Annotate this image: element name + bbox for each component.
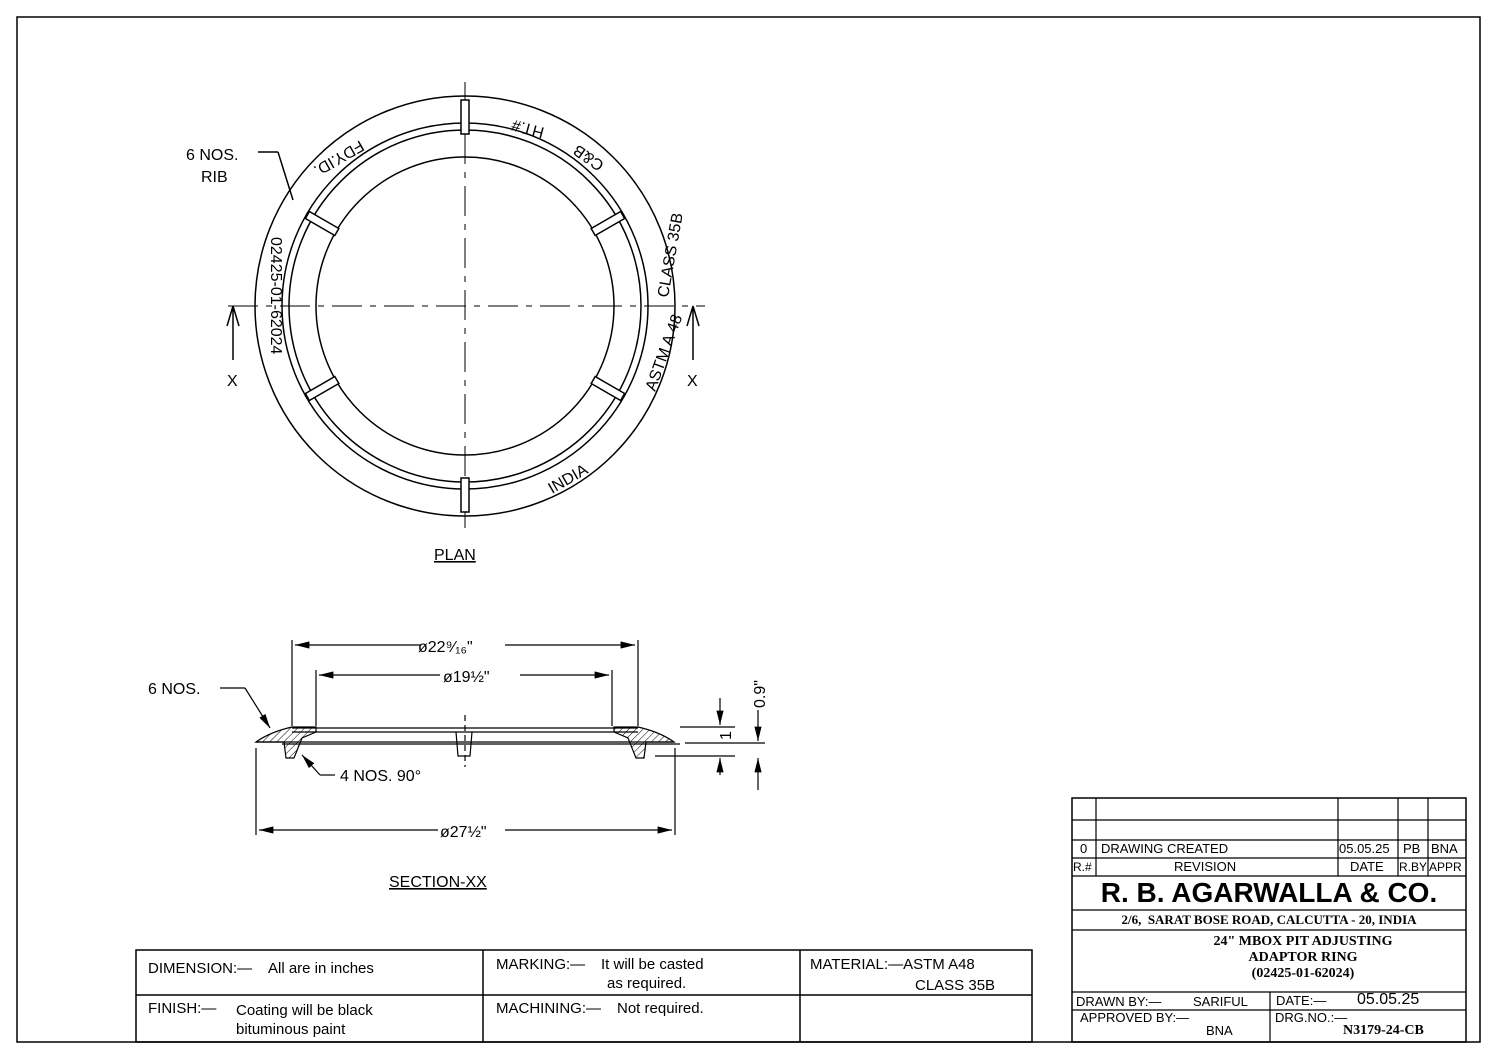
ring-markings: FDY.ID. HT.# C&B CLASS 35B ASTM A 48 024… [267,116,687,498]
rev-by: PB [1403,841,1421,856]
company-address: 2/6, SARAT BOSE ROAD, CALCUTTA - 20, IND… [1121,912,1417,927]
rev-date: 05.05.25 [1339,841,1390,856]
approved-by-value: BNA [1206,1023,1233,1038]
drawing-title-1: 24" MBOX PIT ADJUSTING [1213,934,1393,949]
machining-value: Not required. [617,1000,704,1017]
material-label: MATERIAL:—ASTM A48 [810,956,975,973]
hdr-date: DATE [1350,859,1384,874]
hdr-no: R.# [1073,860,1092,874]
plan-view [226,82,705,530]
dimension-label: DIMENSION:— [148,960,253,977]
label-6nos: 6 NOS. [148,681,200,698]
section-mark-right: X [687,373,698,390]
rev-desc: DRAWING CREATED [1101,841,1229,856]
material-value: CLASS 35B [915,977,996,994]
date-label: DATE:— [1276,993,1327,1008]
machining-label: MACHINING:— [496,1000,601,1017]
date-value: 05.05.25 [1357,991,1420,1008]
approved-by-label: APPROVED BY:— [1080,1010,1190,1025]
label-4nos: 4 NOS. 90° [340,768,421,785]
dim-top: ø22⁹⁄₁₆" [418,639,473,656]
hdr-revision: REVISION [1174,859,1237,874]
title-block-grid [1071,797,1467,1043]
marking-value-1: It will be casted [601,956,704,973]
dimension-value: All are in inches [268,960,374,977]
drawn-by-label: DRAWN BY:— [1076,994,1162,1009]
ring-text-code: 02425-01-62024 [267,237,284,355]
dim-height-2: 0.9" [752,680,769,708]
rib-label-2: RIB [201,169,228,186]
finish-value-2: bituminous paint [236,1021,346,1038]
rev-appr: BNA [1431,841,1458,856]
rev-no: 0 [1080,841,1088,856]
ribs [304,99,626,513]
section-view [220,640,765,835]
dim-bottom: ø27½" [440,824,487,841]
section-mark-left: X [227,373,238,390]
company-name: R. B. AGARWALLA & CO. [1100,877,1438,908]
drg-no-label: DRG.NO.:— [1275,1010,1348,1025]
rib-label-1: 6 NOS. [186,147,238,164]
drawing-title-2: ADAPTOR RING [1248,950,1358,965]
dim-mid: ø19½" [443,669,490,686]
finish-value-1: Coating will be black [236,1002,373,1019]
drawn-by-value: SARIFUL [1193,994,1248,1009]
drawing-title-3: (02425-01-62024) [1251,966,1355,981]
finish-label: FINISH:— [148,1000,217,1017]
ring-text-astm: ASTM A 48 [643,312,686,393]
ring-text-class: CLASS 35B [655,212,687,299]
dim-height-1: 1 [718,731,735,740]
plan-title: PLAN [434,547,476,564]
hdr-appr: APPR [1429,860,1462,874]
marking-label: MARKING:— [496,956,586,973]
drg-no-value: N3179-24-CB [1343,1023,1424,1038]
hdr-by: R.BY [1399,860,1428,874]
marking-value-2: as required. [607,975,687,992]
notes-table-grid [135,949,1033,1043]
section-title: SECTION-XX [389,874,487,891]
